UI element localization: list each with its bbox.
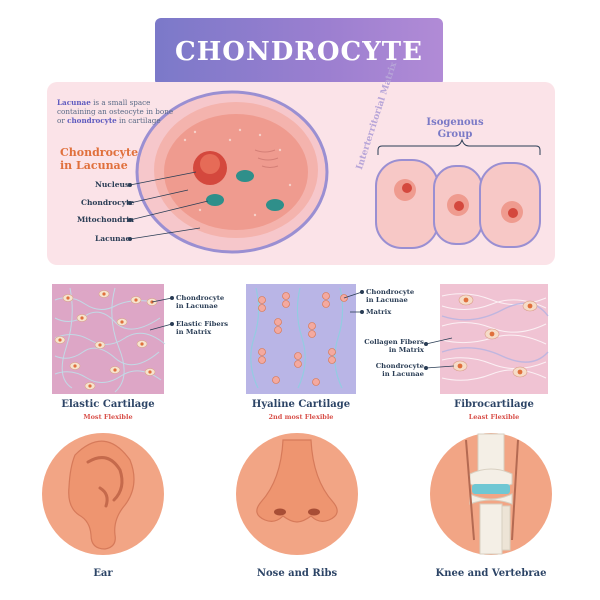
label-chondrocyte: Chondrocyte — [81, 198, 135, 207]
ear-illustration — [42, 433, 164, 555]
fibrocartilage-title: Fibrocartilage — [454, 399, 534, 410]
leader-lines — [127, 171, 209, 241]
page-title: CHONDROCYTE — [175, 37, 423, 67]
isogenous-group-label: Isogenous Group — [426, 117, 484, 140]
hyaline-cartilage-tile — [246, 284, 356, 394]
label-lacunae: Lacunae — [95, 234, 131, 243]
elastic-cartilage-title: Elastic Cartilage — [61, 399, 155, 410]
hyaline-label-matrix: Matrix — [366, 308, 392, 316]
knee-illustration — [430, 433, 552, 555]
label-mitochondria: Mitochondria — [77, 215, 134, 224]
location-ear: Ear — [93, 568, 113, 579]
fibrocartilage-flex: Least Flexible — [468, 413, 520, 421]
isogenous-bracket — [377, 138, 541, 155]
elastic-cartilage-flex: Most Flexible — [83, 413, 133, 421]
nose-illustration — [236, 433, 358, 555]
fibrocartilage-tile — [440, 284, 549, 394]
mitochondria-shape — [236, 170, 254, 182]
chondrocyte-in-lacunae-heading: Chondrocyte in Lacunae — [60, 146, 139, 172]
isogenous-cells — [375, 159, 541, 249]
label-nucleus: Nucleus — [95, 180, 130, 189]
hyaline-cartilage-flex: 2nd most Flexible — [268, 413, 334, 421]
lacunae-definition: Lacunae is a small space containing an o… — [57, 98, 174, 125]
hyaline-cartilage-title: Hyaline Cartilage — [251, 399, 351, 410]
title-banner: CHONDROCYTE — [155, 18, 443, 86]
location-nose-ribs: Nose and Ribs — [256, 568, 338, 579]
location-knee-vertebrae: Knee and Vertebrae — [435, 568, 547, 579]
elastic-cartilage-tile — [52, 284, 166, 394]
